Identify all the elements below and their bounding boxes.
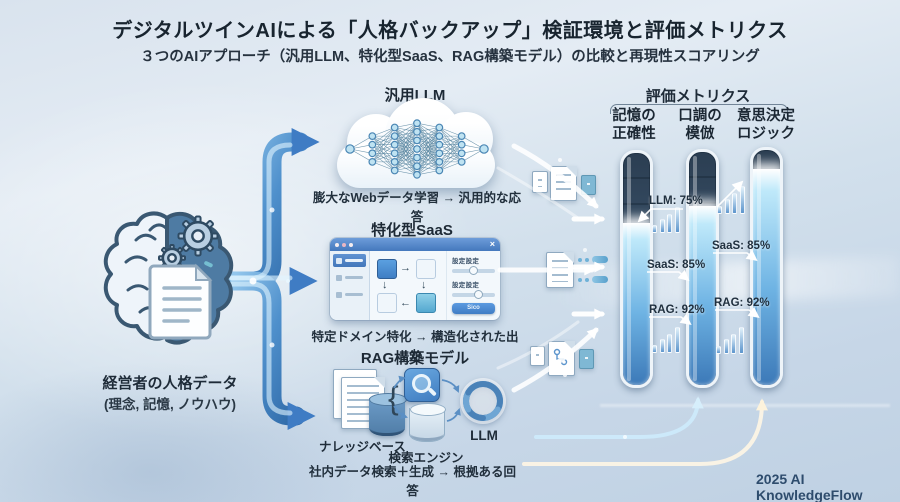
metric-col-decision: 意思決定 ロジック: [732, 108, 800, 143]
output-doc-icon: [532, 171, 548, 193]
saas-caption: 特定ドメイン特化 → 構造化された出力: [311, 330, 519, 363]
arrow-down-icon: ↓: [421, 279, 427, 291]
setting-label: 設定設定: [452, 258, 480, 265]
gear-icon: [336, 291, 342, 298]
metric-label-line: ロジック: [737, 125, 795, 142]
window-dot: [349, 242, 353, 247]
metric-col-memory: 記憶の 正確性: [600, 108, 668, 143]
window-sidebar: [330, 251, 370, 320]
search-engine-label: 検索エンジン: [388, 451, 464, 465]
metric-label-line: 意思決定: [737, 108, 795, 124]
document-icon: [341, 377, 385, 429]
sidebar-item: [333, 271, 366, 284]
flow-pill-icon: [592, 256, 608, 263]
sidebar-item: [333, 288, 366, 301]
window-dot: [335, 242, 339, 247]
metric-label-line: 正確性: [612, 125, 656, 142]
rag-section-title: RAG構築モデル: [360, 350, 470, 367]
metric-label-line: 記憶の: [612, 108, 656, 124]
flow-node: [377, 259, 397, 279]
score-rag-92-b: RAG: 92%: [714, 297, 770, 309]
output-doc-icon: [546, 252, 574, 288]
metric-label-line: 模倣: [685, 125, 715, 142]
page-subtitle: ３つのAIアプローチ（汎用LLM、特化型SaaS、RAG構築モデル）の比較と再現…: [140, 49, 760, 65]
output-doc-icon: [530, 346, 545, 366]
gauge-tone: [686, 149, 719, 388]
saas-app-window: × → ↓ ↓ ← 設定設定 設定設定: [330, 238, 500, 320]
search-icon: [404, 368, 440, 402]
arrow-down-icon: ↓: [382, 279, 388, 291]
settings-panel: 設定設定 設定設定 Sico: [447, 251, 500, 320]
gear-icon: [177, 215, 219, 257]
slider-knob: [474, 290, 484, 299]
output-doc-flowchart-icon: [548, 341, 575, 376]
source-data-label: 経営者の人格データ (理念, 記憶, ノウハウ): [70, 372, 270, 413]
sidebar-item-active: [333, 254, 366, 267]
brain-data-icon: [92, 200, 242, 350]
setting-label: 設定設定: [452, 282, 480, 289]
mini-barchart-icon: [716, 327, 744, 354]
cloud-icon: [333, 98, 501, 190]
window-titlebar: ×: [330, 238, 500, 251]
knowledge-base-label: ナレッジベース: [319, 440, 406, 454]
arrow-right-icon: →: [400, 262, 411, 274]
llm-caption: 膨大なWebデータ学習 → 汎用的な応答: [312, 191, 522, 224]
document-icon: [148, 263, 213, 340]
saas-section-title: 特化型SaaS: [371, 222, 453, 239]
page-title: デジタルツインAIによる「人格バックアップ」検証環境と評価メトリクス: [112, 20, 788, 42]
flow-dot: [585, 258, 589, 262]
gauge-memory: [620, 150, 653, 388]
mini-barchart-icon: [717, 186, 745, 214]
llm-logo-label: LLM: [470, 428, 498, 443]
gear-icon: [336, 257, 342, 264]
rag-caption: 社内データ検索＋生成 → 根拠ある回答: [309, 465, 516, 498]
output-doc-icon: [581, 175, 596, 195]
metric-label-line: 口調の: [678, 108, 722, 124]
database-icon: [409, 403, 446, 442]
score-llm-75: LLM: 75%: [649, 195, 703, 207]
score-saas-85-b: SaaS: 85%: [712, 240, 771, 252]
source-label-line2: (理念, 記憶, ノウハウ): [104, 397, 236, 412]
light-streak-thin: [600, 404, 890, 407]
openai-llm-logo: [460, 378, 506, 424]
gauge-decision: [750, 147, 783, 388]
arrow-left-icon: ←: [400, 297, 411, 309]
close-icon: ×: [489, 239, 495, 249]
flow-dot: [578, 258, 582, 262]
slider: [452, 290, 495, 299]
database-icon: [369, 393, 407, 436]
square-icon: [336, 274, 342, 281]
credit-text: 2025 AI KnowledgeFlow: [756, 471, 863, 502]
output-doc-icon: [579, 349, 594, 369]
flow-dot: [585, 278, 589, 282]
flow-pill-icon: [592, 276, 608, 283]
flow-node: [377, 293, 397, 313]
source-label-line1: 経営者の人格データ: [102, 375, 238, 392]
metric-col-tone: 口調の 模倣: [666, 108, 734, 143]
flow-node: [416, 259, 436, 279]
window-dot: [342, 242, 346, 247]
output-doc-icon: [550, 166, 577, 201]
mini-barchart-icon: [652, 327, 680, 353]
metrics-bracket: [610, 104, 788, 114]
flow-node: [416, 293, 436, 313]
flowchart-panel: → ↓ ↓ ←: [370, 251, 447, 320]
metrics-title: 評価メトリクス: [645, 88, 751, 105]
flow-dot: [578, 278, 582, 282]
slider-knob: [469, 266, 479, 275]
brace-connector: {: [388, 380, 399, 416]
score-saas-85: SaaS: 85%: [647, 259, 706, 271]
score-rag-92: RAG: 92%: [649, 304, 705, 316]
mini-barchart-icon: [652, 207, 680, 233]
neural-network-icon: [345, 119, 489, 179]
slider: [452, 266, 495, 275]
window-button: Sico: [452, 303, 495, 314]
